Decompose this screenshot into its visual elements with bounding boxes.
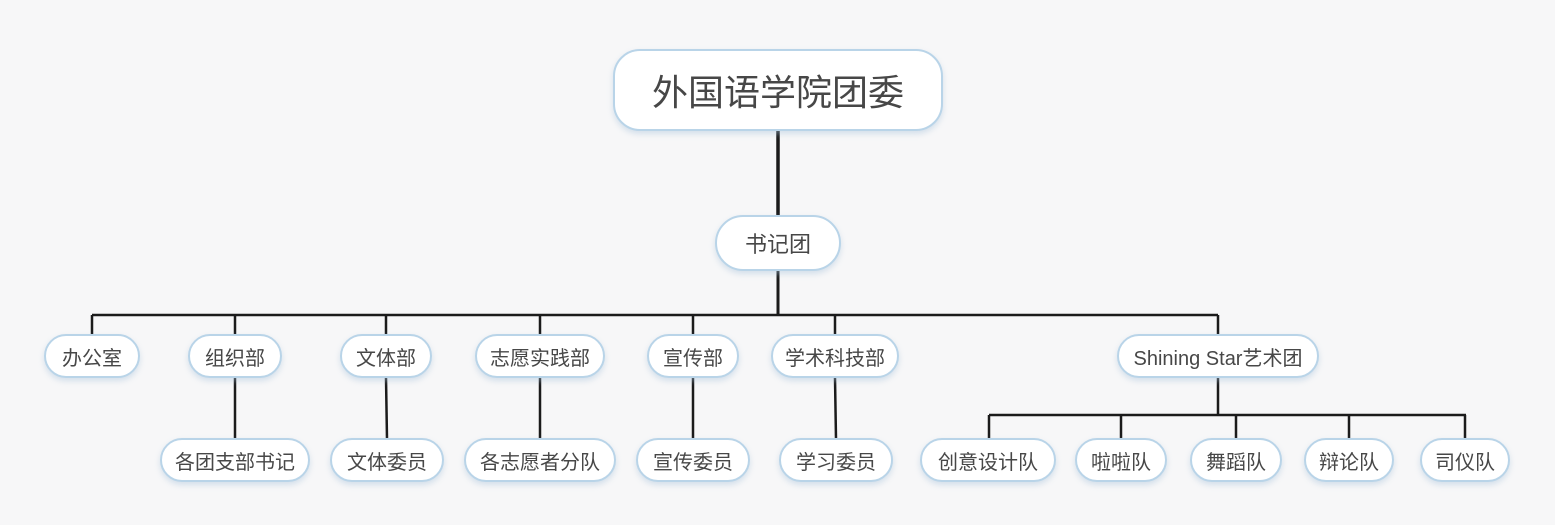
node-organization-dept[interactable]: 组织部 [188, 334, 282, 378]
node-debate-team[interactable]: 辩论队 [1304, 438, 1394, 482]
node-volunteer-practice-dept[interactable]: 志愿实践部 [475, 334, 605, 378]
node-shining-star-art-troupe[interactable]: Shining Star艺术团 [1117, 334, 1319, 378]
node-secretary-group[interactable]: 书记团 [715, 215, 841, 271]
node-study-committee[interactable]: 学习委员 [779, 438, 893, 482]
node-dance-team[interactable]: 舞蹈队 [1190, 438, 1282, 482]
connector-academic-child [833, 377, 838, 440]
node-branch-secretaries[interactable]: 各团支部书记 [160, 438, 310, 482]
node-publicity-dept[interactable]: 宣传部 [647, 334, 739, 378]
node-mc-team[interactable]: 司仪队 [1420, 438, 1510, 482]
node-cheerleading-team[interactable]: 啦啦队 [1075, 438, 1167, 482]
node-volunteer-subteams[interactable]: 各志愿者分队 [464, 438, 616, 482]
node-office[interactable]: 办公室 [44, 334, 140, 378]
connector-culture-sports-child [384, 377, 389, 440]
node-culture-sports-dept[interactable]: 文体部 [340, 334, 432, 378]
node-academic-tech-dept[interactable]: 学术科技部 [771, 334, 899, 378]
node-culture-sports-committee[interactable]: 文体委员 [330, 438, 444, 482]
node-youth-league-committee[interactable]: 外国语学院团委 [613, 49, 943, 131]
node-publicity-committee[interactable]: 宣传委员 [636, 438, 750, 482]
node-creative-design-team[interactable]: 创意设计队 [920, 438, 1056, 482]
